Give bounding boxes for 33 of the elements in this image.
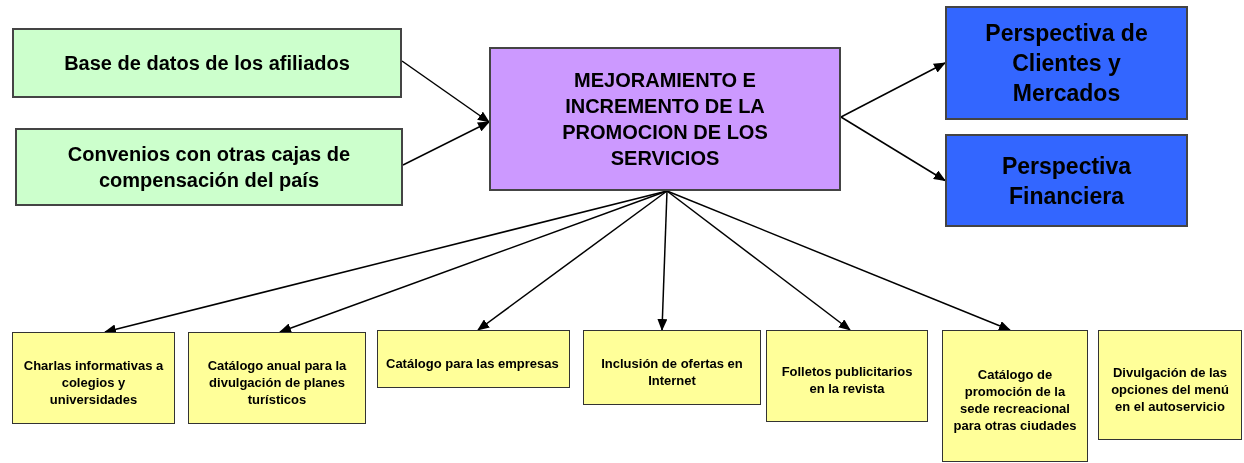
arrow: [477, 190, 668, 331]
arrow: [401, 60, 490, 123]
action-box: [766, 330, 928, 422]
arrow: [840, 62, 946, 118]
node-text: Folletos publicitarios en la revista: [780, 363, 914, 397]
node-text: Catálogo para las empresas: [385, 354, 560, 372]
arrow: [657, 190, 668, 331]
node-text: Charlas informativas a colegios y universidades: [22, 356, 165, 408]
node-text: Catálogo anual para la divulgación de planes turísticos: [206, 356, 348, 408]
node-text: MEJORAMIENTO E INCREMENTO DE LA PROMOCION DE LOS SERVICIOS: [561, 68, 769, 171]
node-text: Base de datos de los afiliados: [63, 51, 351, 76]
node-text: Convenios con otras cajas de compensación del país: [66, 142, 352, 193]
perspective-box: [945, 6, 1188, 120]
arrow: [666, 190, 851, 331]
action-box: [12, 332, 175, 424]
action-box: [377, 330, 570, 388]
arrow: [279, 190, 668, 333]
action-box: [583, 330, 761, 405]
source-box: [12, 28, 402, 98]
node-text: Inclusión de ofertas en Internet: [600, 354, 744, 389]
node-text: Catálogo de promoción de la sede recreacional para otras ciudades: [952, 366, 1078, 434]
node-text: Perspectiva Financiera: [1000, 151, 1133, 211]
node-text: Perspectiva de Clientes y Mercados: [984, 19, 1149, 108]
arrow: [402, 121, 490, 166]
perspective-box: [945, 134, 1188, 227]
source-box: [15, 128, 403, 206]
action-box: [942, 330, 1088, 462]
arrow: [840, 116, 946, 182]
central-box: [489, 47, 841, 191]
arrow: [666, 190, 1011, 331]
node-text: Divulgación de las opciones del menú en el autoservicio: [1110, 363, 1230, 415]
action-box: [188, 332, 366, 424]
action-box: [1098, 330, 1242, 440]
